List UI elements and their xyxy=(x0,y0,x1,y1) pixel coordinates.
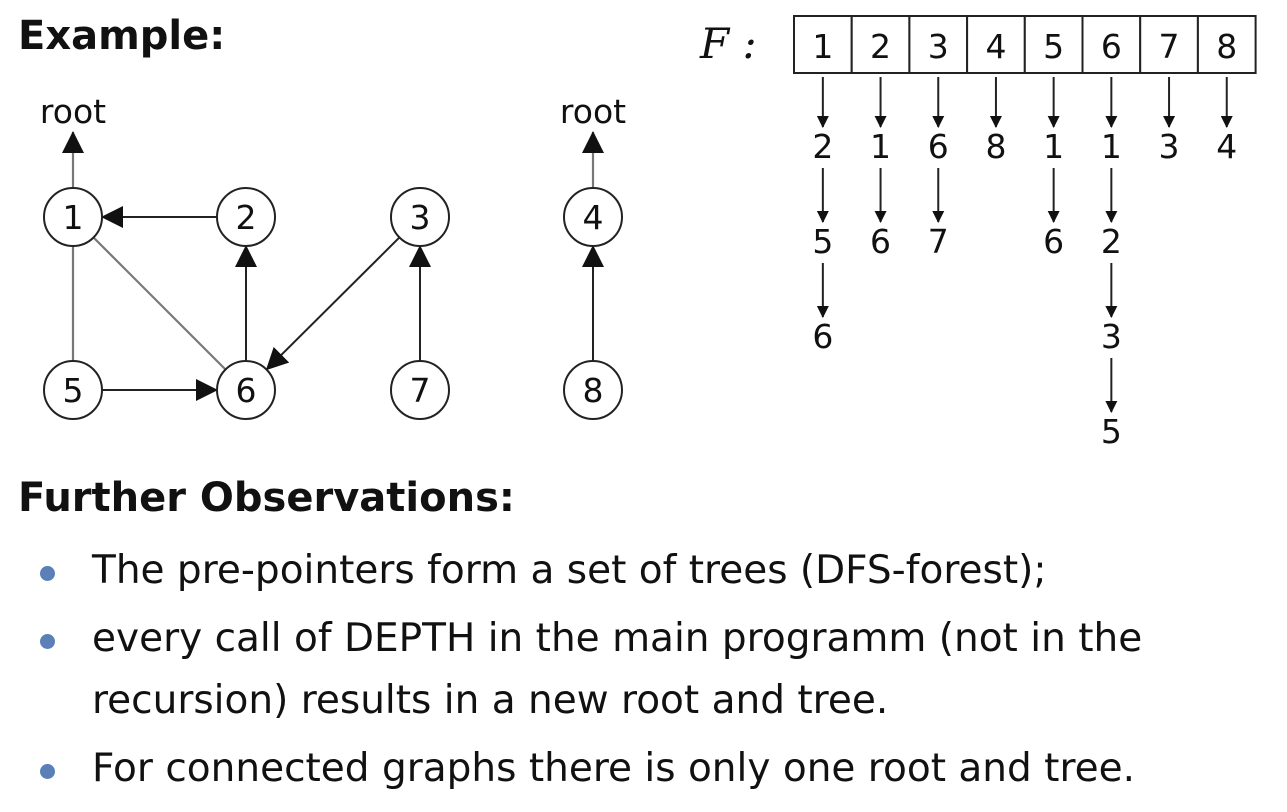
array-cell-label: 6 xyxy=(1101,27,1122,66)
node-label: 2 xyxy=(236,198,257,237)
node-7: 7 xyxy=(390,360,450,420)
array-cell-label: 4 xyxy=(985,27,1006,66)
node-3: 3 xyxy=(390,187,450,247)
list-entry: 6 xyxy=(870,222,891,261)
array-cell-label: 8 xyxy=(1216,27,1237,66)
list-entry: 2 xyxy=(812,127,833,166)
list-entry: 1 xyxy=(1043,127,1064,166)
observation-text: every call of DEPTH in the main programm… xyxy=(92,616,1143,723)
adjacency-label: F : xyxy=(699,19,757,68)
node-6: 6 xyxy=(216,360,276,420)
array-cell-7 xyxy=(1139,15,1199,74)
array-cell-label: 7 xyxy=(1159,27,1180,66)
array-cell-1 xyxy=(793,15,853,74)
node-8: 8 xyxy=(563,360,623,420)
list-entry: 1 xyxy=(1101,127,1122,166)
array-cell-label: 2 xyxy=(870,27,891,66)
node-4: 4 xyxy=(563,187,623,247)
node-label: 3 xyxy=(410,198,431,237)
list-entry: 2 xyxy=(1101,222,1122,261)
list-entry: 8 xyxy=(985,127,1006,166)
example-heading: Example: xyxy=(18,13,226,59)
observations-list: The pre-pointers form a set of trees (DF… xyxy=(40,540,1270,806)
array-cell-label: 5 xyxy=(1043,27,1064,66)
list-entry: 4 xyxy=(1216,127,1237,166)
node-label: 6 xyxy=(236,371,257,410)
list-entry: 1 xyxy=(870,127,891,166)
edge-1-6 xyxy=(92,236,227,371)
observation-item: The pre-pointers form a set of trees (DF… xyxy=(40,540,1270,602)
bullet-icon xyxy=(40,566,55,581)
array-cell-8 xyxy=(1196,15,1257,74)
bullet-icon xyxy=(40,634,55,649)
array-cell-label: 3 xyxy=(928,27,949,66)
node-label: 8 xyxy=(583,371,604,410)
bullet-icon xyxy=(40,764,55,779)
list-entry: 6 xyxy=(928,127,949,166)
node-label: 4 xyxy=(583,198,604,237)
root-label: root xyxy=(560,92,626,131)
observations-heading: Further Observations: xyxy=(18,475,515,521)
node-5: 5 xyxy=(43,360,103,420)
observation-text: The pre-pointers form a set of trees (DF… xyxy=(92,548,1047,593)
list-entry: 3 xyxy=(1159,127,1180,166)
node-label: 1 xyxy=(63,198,84,237)
observation-item: every call of DEPTH in the main programm… xyxy=(40,608,1270,732)
array-cell-label: 1 xyxy=(812,27,833,66)
list-entry: 5 xyxy=(1101,412,1122,451)
edge-3-6 xyxy=(265,236,401,371)
list-entry: 7 xyxy=(928,222,949,261)
observation-item: For connected graphs there is only one r… xyxy=(40,738,1270,800)
list-entry: 6 xyxy=(1043,222,1064,261)
graph: root root 1 2 3 4 5 6 7 8 xyxy=(40,92,626,420)
array-cell-4 xyxy=(966,15,1026,74)
list-entry: 6 xyxy=(812,317,833,356)
root-label: root xyxy=(40,92,106,131)
node-1: 1 xyxy=(43,187,103,247)
node-2: 2 xyxy=(216,187,276,247)
observation-text: For connected graphs there is only one r… xyxy=(92,746,1136,791)
node-label: 5 xyxy=(63,371,84,410)
list-entry: 3 xyxy=(1101,317,1122,356)
node-label: 7 xyxy=(410,371,431,410)
list-entry: 5 xyxy=(812,222,833,261)
